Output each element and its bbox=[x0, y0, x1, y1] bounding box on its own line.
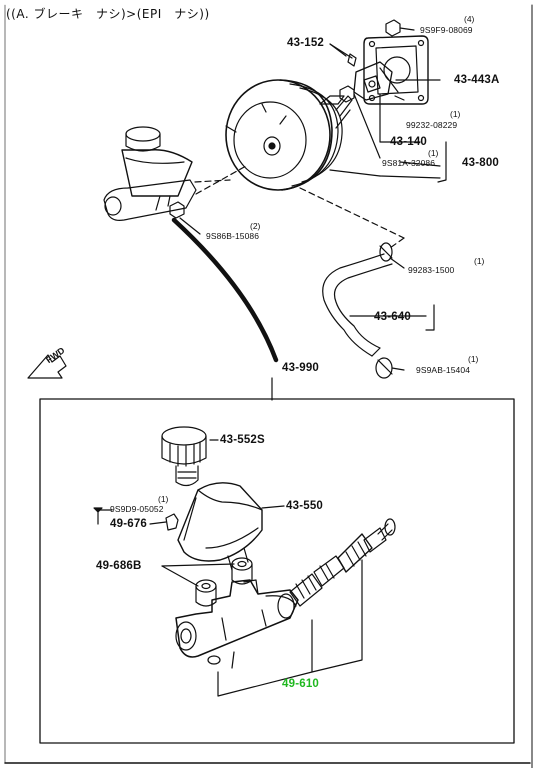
page-title: ((A. ブレーキ ナシ)>(EPI ナシ)) bbox=[6, 7, 210, 21]
detail-box bbox=[39, 398, 515, 744]
reservoir-cap bbox=[161, 426, 219, 487]
label-43550: 43-550 bbox=[286, 500, 324, 512]
nut-9s86b bbox=[169, 201, 201, 235]
label-9s9ab: 9S9AB-15404 bbox=[416, 365, 471, 375]
label-9s9f9: 9S9F9-08069 bbox=[420, 25, 473, 35]
brake-booster bbox=[225, 79, 353, 191]
label-9s81a: 9S81A-32086 bbox=[382, 158, 436, 168]
qty-9s9f9: (4) bbox=[464, 14, 475, 24]
bracket-43800 bbox=[437, 141, 447, 183]
reservoir bbox=[177, 482, 285, 571]
label-49676: 49-676 bbox=[110, 518, 148, 530]
label-9s86b: 9S86B-15086 bbox=[206, 231, 260, 241]
label-43140: 43-140 bbox=[390, 136, 428, 148]
qty-9s81a: (1) bbox=[428, 148, 439, 158]
label-99283: 99283-1500 bbox=[408, 265, 455, 275]
label-43443a: 43-443A bbox=[454, 74, 500, 86]
grommets bbox=[161, 557, 253, 607]
bolt-49676 bbox=[93, 507, 179, 531]
label-49686b: 49-686B bbox=[96, 560, 142, 572]
fwd-arrow-icon bbox=[27, 354, 67, 379]
label-43800: 43-800 bbox=[462, 157, 500, 169]
label-43990: 43-990 bbox=[282, 362, 320, 374]
qty-9s9ab: (1) bbox=[468, 354, 479, 364]
qty-99232: (1) bbox=[450, 109, 461, 119]
piston-assembly bbox=[289, 518, 396, 607]
master-cylinder-top bbox=[103, 126, 231, 221]
gasket-443a bbox=[363, 35, 429, 105]
hose-clamp-9s9ab bbox=[375, 357, 405, 379]
hose-clamp-99283 bbox=[379, 242, 405, 269]
label-9s9d9: 9S9D9-05052 bbox=[110, 504, 164, 514]
qty-99283: (1) bbox=[474, 256, 485, 266]
label-49610: 49-610 bbox=[282, 678, 320, 690]
qty-9s9d9: (1) bbox=[158, 494, 169, 504]
label-43552s: 43-552S bbox=[220, 434, 265, 446]
leader-arrow-43990 bbox=[171, 217, 279, 363]
label-43152: 43-152 bbox=[287, 37, 325, 49]
master-cylinder-body bbox=[175, 579, 299, 658]
qty-9s86b: (2) bbox=[250, 221, 261, 231]
label-43640: 43-640 bbox=[374, 311, 412, 323]
nut-9s81a bbox=[339, 85, 381, 159]
clevis-43140 bbox=[353, 61, 399, 101]
vacuum-hose bbox=[322, 253, 393, 357]
washer-49610 bbox=[207, 655, 221, 665]
nut-9s9f9 bbox=[385, 19, 415, 37]
label-99232: 99232-08229 bbox=[406, 120, 458, 130]
bracket-43140 bbox=[379, 93, 421, 143]
